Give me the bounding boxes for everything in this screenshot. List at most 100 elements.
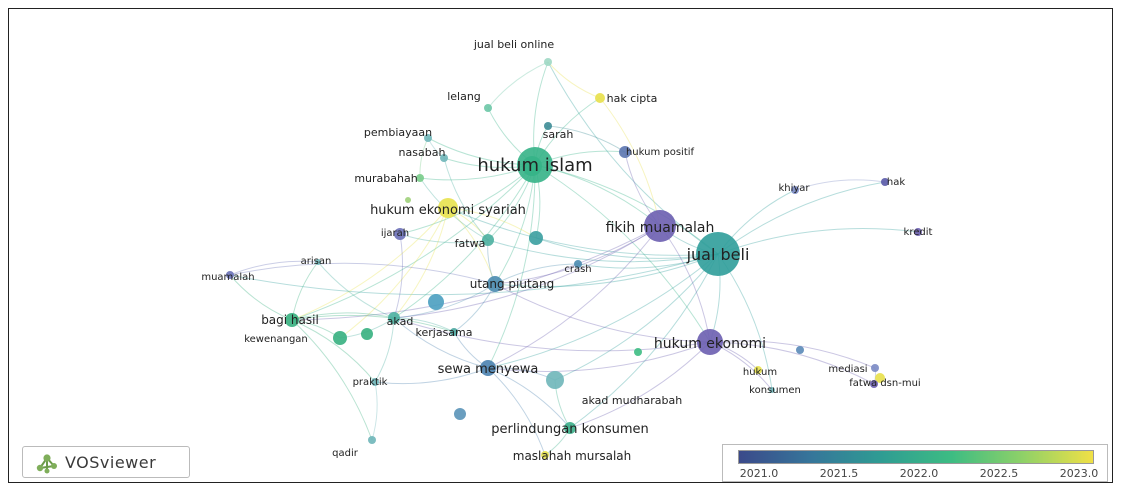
node-label: akad [387, 315, 414, 328]
node-label: konsumen [749, 385, 801, 396]
network-edge [494, 253, 719, 288]
legend-tick: 2021.0 [739, 467, 779, 480]
network-edge [487, 164, 536, 369]
node-label: qadir [332, 448, 359, 459]
node-label: murabahah [354, 172, 417, 185]
node-label: kerjasama [416, 326, 473, 339]
network-edge [717, 181, 886, 255]
network-edge [291, 225, 661, 321]
network-node[interactable] [405, 197, 411, 203]
network-edge [393, 283, 496, 319]
edge-layer [229, 61, 919, 456]
network-node[interactable] [544, 122, 552, 130]
node-label: maslahah mursalah [513, 449, 632, 463]
network-node[interactable] [368, 436, 376, 444]
network-node[interactable] [769, 387, 775, 393]
network-node[interactable] [388, 312, 400, 324]
node-label: sewa menyewa [438, 362, 539, 377]
node-label: hukum ekonomi [654, 336, 766, 352]
network-node[interactable] [541, 451, 549, 459]
network-node[interactable] [480, 360, 496, 376]
network-node[interactable] [595, 93, 605, 103]
network-node[interactable] [440, 154, 448, 162]
network-node[interactable] [644, 210, 676, 242]
network-node[interactable] [333, 331, 347, 345]
network-node[interactable] [416, 174, 424, 182]
network-edge [487, 253, 719, 369]
network-node[interactable] [914, 228, 922, 236]
node-label: hak cipta [607, 92, 658, 105]
network-edge [374, 367, 489, 385]
node-layer [226, 58, 922, 459]
network-edge [291, 319, 373, 441]
network-node[interactable] [870, 380, 878, 388]
network-edge [547, 125, 626, 153]
network-node[interactable] [696, 232, 740, 276]
network-node[interactable] [315, 259, 321, 265]
network-edge [494, 263, 579, 285]
network-node[interactable] [394, 228, 406, 240]
network-node[interactable] [697, 329, 723, 355]
network-node[interactable] [875, 373, 885, 383]
network-node[interactable] [454, 408, 466, 420]
node-label: nasabah [399, 146, 446, 159]
node-label: praktik [353, 377, 388, 388]
network-edge [229, 260, 319, 276]
network-node[interactable] [544, 58, 552, 66]
network-edge [291, 261, 319, 321]
network-node[interactable] [285, 313, 299, 327]
network-edge [494, 164, 536, 285]
network-node[interactable] [484, 104, 492, 112]
node-label: hukum [743, 367, 777, 378]
node-label: hukum ekonomi syariah [370, 203, 526, 218]
node-label: fikih muamalah [606, 220, 715, 236]
node-label: arisan [301, 256, 332, 267]
network-edge [291, 164, 536, 321]
network-node[interactable] [517, 147, 553, 183]
network-edge [291, 314, 455, 333]
network-node[interactable] [361, 328, 373, 340]
network-edge [569, 341, 711, 429]
network-edge [487, 341, 711, 372]
network-edge [393, 225, 661, 319]
network-node[interactable] [371, 378, 379, 386]
network-node[interactable] [796, 346, 804, 354]
network-edge [535, 237, 719, 259]
network-node[interactable] [871, 364, 879, 372]
network-node[interactable] [546, 371, 564, 389]
network-node[interactable] [428, 294, 444, 310]
network-node[interactable] [881, 178, 889, 186]
network-edge [291, 319, 376, 383]
network-edge [487, 367, 571, 429]
network-node[interactable] [226, 271, 234, 279]
network-node[interactable] [791, 186, 799, 194]
network-edge [709, 340, 876, 369]
network-node[interactable] [424, 134, 432, 142]
network-node[interactable] [487, 276, 503, 292]
network-node[interactable] [619, 146, 631, 158]
network-edge [393, 317, 489, 369]
node-label: lelang [447, 90, 481, 103]
network-node[interactable] [574, 260, 582, 268]
legend-tick: 2022.0 [899, 467, 939, 480]
network-edge [229, 253, 719, 296]
node-label: hukum islam [477, 155, 592, 176]
network-node[interactable] [482, 234, 494, 246]
node-label: muamalah [201, 272, 254, 283]
node-label: bagi hasil [261, 313, 319, 327]
network-node[interactable] [754, 366, 762, 374]
node-label: jual beli online [473, 38, 554, 51]
network-node[interactable] [529, 231, 543, 245]
node-label: kewenangan [244, 334, 308, 345]
network-edge [709, 341, 875, 385]
network-edge [794, 179, 886, 191]
network-node[interactable] [438, 198, 458, 218]
network-node[interactable] [450, 328, 458, 336]
network-node[interactable] [564, 422, 576, 434]
network-edge [569, 253, 719, 429]
node-label: fatwa dsn-mui [849, 378, 920, 389]
network-node[interactable] [634, 348, 642, 356]
network-edge [487, 61, 549, 109]
node-label: ijarah [381, 228, 409, 239]
